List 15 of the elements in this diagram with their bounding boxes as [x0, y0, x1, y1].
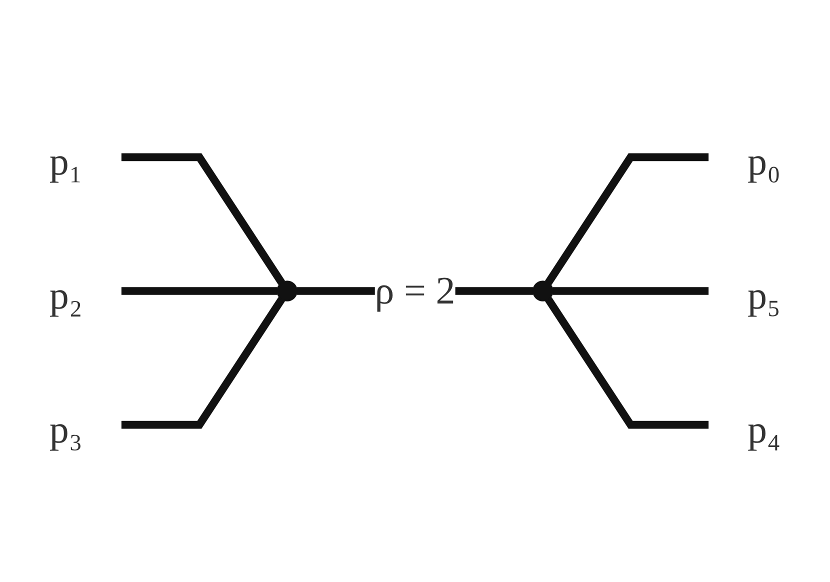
node-text: p₄: [748, 408, 781, 452]
node-circle: [532, 280, 554, 302]
node-text: p₅: [748, 274, 781, 318]
node-text: p₃: [49, 408, 82, 452]
connector: [121, 287, 278, 295]
connector: [552, 287, 709, 295]
edge-label: ρ = 2: [374, 270, 456, 312]
node-circle: [276, 280, 298, 302]
connector: [544, 297, 709, 429]
connector: [121, 153, 286, 285]
connector: [544, 153, 709, 285]
node-text: p₂: [49, 274, 82, 318]
connector: [121, 297, 286, 429]
node-text: p₁: [49, 140, 82, 184]
node-text: p₀: [748, 140, 781, 184]
